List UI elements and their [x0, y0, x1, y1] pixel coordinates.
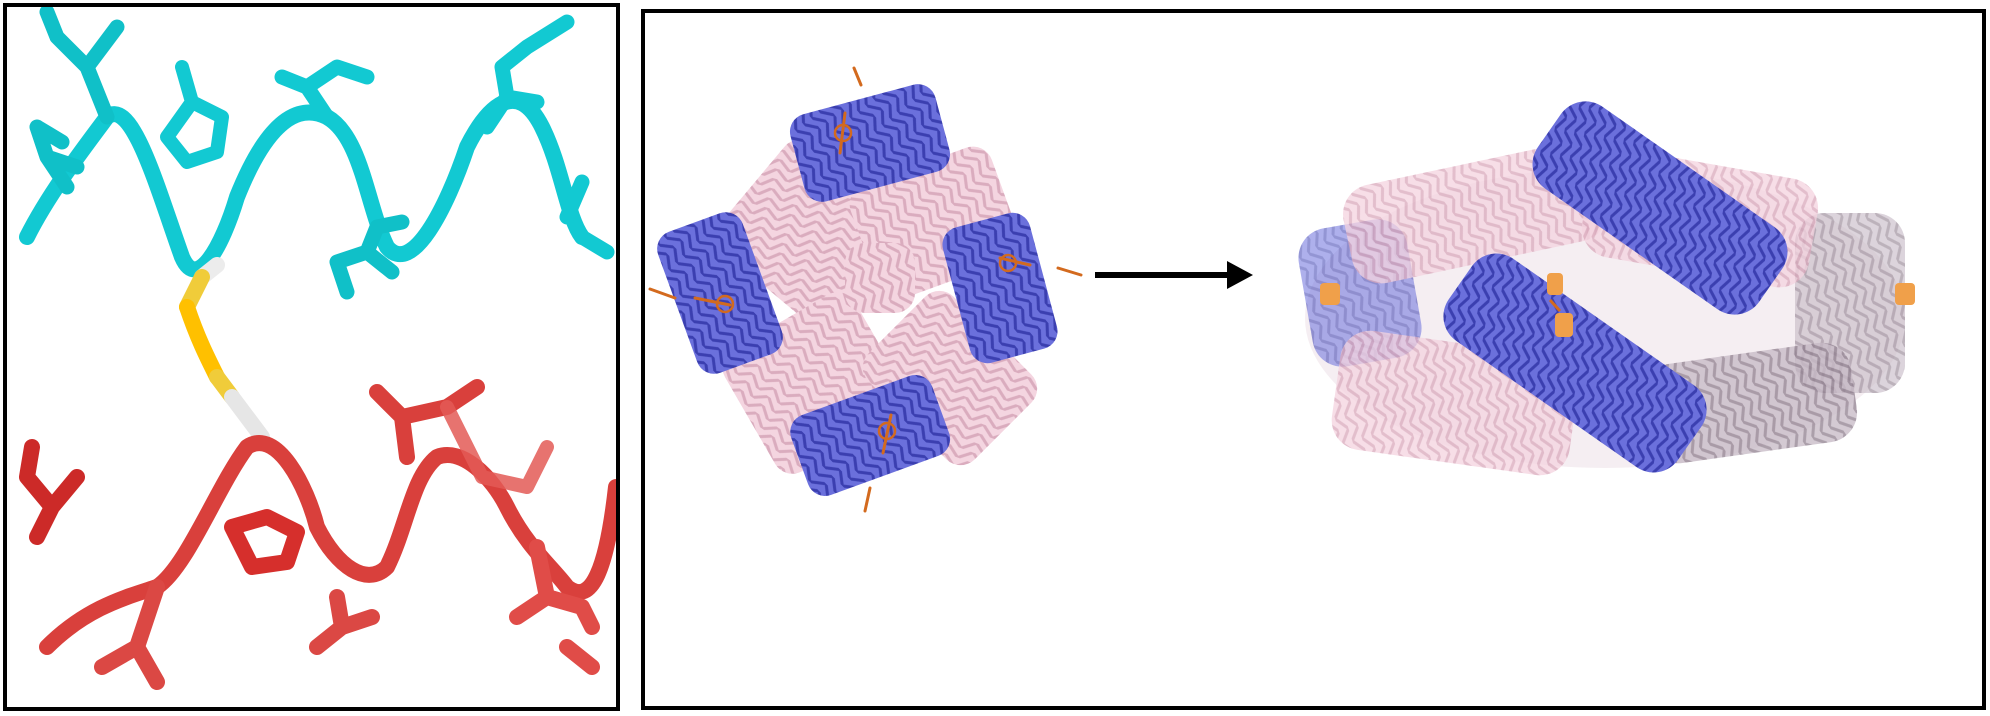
upper-sidechain-3 — [274, 59, 375, 125]
assembled-cage — [1298, 101, 1915, 476]
axis-marker-bottom-inner — [881, 413, 893, 455]
lower-sidechain-6 — [440, 400, 554, 494]
cage-marker-2 — [1555, 313, 1573, 337]
cage-marker-right — [1895, 283, 1915, 305]
blue-bundle-bottom — [790, 374, 951, 496]
axis-marker-left-inner — [693, 296, 732, 307]
upper-sidechain-5 — [479, 14, 575, 135]
upper-backbone — [19, 93, 590, 278]
cage-bundle-blue-front-lower — [1443, 253, 1707, 473]
disulfide-bond — [179, 257, 270, 445]
cys-lower-cb — [224, 389, 270, 445]
symmetry-axis-markers — [648, 66, 1083, 513]
blue-bundle-top — [789, 84, 951, 202]
axis-marker-bottom-outer — [863, 486, 872, 513]
axis-ring-markers — [715, 123, 1018, 441]
ring-marker-left — [715, 294, 735, 314]
ring-marker-right — [998, 253, 1018, 273]
lower-sidechain-1 — [19, 439, 85, 545]
cage-marker-1 — [1547, 273, 1563, 295]
panel-disulfide-bond — [3, 3, 620, 711]
disulfide-illustration — [19, 7, 616, 690]
blue-bundle-left — [657, 212, 783, 374]
lower-sidechain-3 — [309, 589, 380, 655]
axis-marker-right-outer — [1056, 266, 1083, 277]
upper-chain — [19, 7, 615, 300]
arrow-head — [1227, 261, 1253, 289]
axis-marker-top-inner — [838, 111, 847, 155]
lower-chain — [19, 379, 616, 690]
upper-sidechain-2 — [29, 119, 85, 195]
cage-axis-markers — [1320, 273, 1915, 337]
lower-sidechain-5 — [509, 539, 600, 675]
upper-sidechain-1 — [39, 7, 125, 125]
cage-bundle-blue-front-upper — [1532, 101, 1788, 315]
pink-bundle-center — [845, 243, 915, 313]
lower-proline-ring — [224, 509, 305, 575]
cage-axis-line — [1548, 298, 1562, 313]
panel-cage-assembly — [641, 9, 1986, 710]
upper-proline-ring — [160, 60, 229, 169]
pink-bundle-4 — [862, 290, 1038, 466]
upper-sidechain-4 — [329, 214, 410, 300]
s-s-bond — [179, 299, 225, 385]
assembly-illustration — [648, 66, 1915, 513]
ring-marker-top — [833, 123, 853, 143]
blue-helix-bundles — [657, 84, 1058, 496]
assembly-arrow — [1095, 261, 1253, 289]
lower-backbone — [39, 435, 616, 655]
lower-sidechain-4 — [94, 579, 165, 690]
cage-marker-left — [1320, 283, 1340, 305]
upper-sidechain-6 — [559, 174, 615, 260]
blue-bundle-right — [942, 212, 1058, 364]
axis-marker-left-outer — [648, 287, 677, 300]
axis-marker-top-outer — [852, 66, 863, 87]
assembly-top-view — [648, 66, 1083, 513]
ring-marker-bottom — [877, 421, 897, 441]
